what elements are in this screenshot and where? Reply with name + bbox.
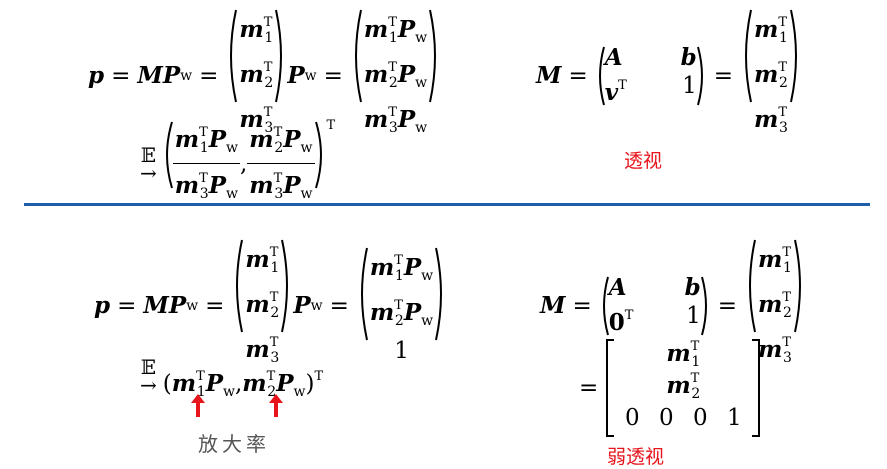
equals: = — [111, 62, 131, 89]
red-up-arrow-2 — [269, 394, 283, 417]
symbol-P: P — [168, 292, 187, 319]
matrix-A-b-v-1: A b vT 1 — [595, 44, 707, 107]
symbol-M: M — [137, 62, 163, 89]
label-perspective: 透视 — [624, 150, 663, 172]
equals: = — [713, 62, 734, 89]
bottom-weak-perspective-projection: 𝔼 → (mT1Pw,mT2Pw)T — [140, 354, 324, 401]
equals: = — [579, 375, 599, 401]
fraction-2: mT2Pw mT3Pw — [247, 120, 315, 207]
section-divider — [24, 203, 870, 206]
equals: = — [329, 292, 349, 319]
top-perspective-division: 𝔼 → mT1Pw mT3Pw , mT2Pw mT3Pw T — [140, 118, 335, 207]
fraction-1: mT1Pw mT3Pw — [172, 120, 240, 207]
symbol-p: p — [94, 292, 111, 319]
label-magnification: 放大率 — [198, 432, 270, 456]
bottom-equation-M-definition: M = A b 0T 1 = mT1 mT2 mT3 — [540, 238, 806, 373]
red-up-arrow-1 — [191, 394, 205, 417]
expectation-arrow: 𝔼 → — [140, 354, 157, 397]
vector-m-column-2: mT1 mT2 mT3 — [740, 8, 802, 143]
equals: = — [117, 292, 137, 319]
sub-w: w — [180, 67, 193, 84]
vector-mP-1-column: mT1Pw mT2Pw 1 — [356, 246, 447, 366]
symbol-M: M — [536, 62, 562, 89]
equals: = — [572, 292, 592, 319]
expectation-arrow: 𝔼 → — [140, 142, 157, 185]
label-weak-perspective: 弱透视 — [607, 446, 665, 468]
symbol-P: P — [293, 292, 311, 319]
vector-m-column: mT1 mT2 mT3 — [225, 8, 287, 143]
symbol-P: P — [162, 62, 181, 89]
equals: = — [717, 292, 738, 319]
sub-w: w — [310, 297, 323, 314]
vector-m-column-3: mT1 mT2 mT3 — [231, 238, 293, 373]
sub-w: w — [186, 297, 199, 314]
vector-mP-column: mT1Pw mT2Pw mT3Pw — [350, 8, 441, 143]
symbol-P: P — [287, 62, 305, 89]
matrix-A-b-0-1: A b 0T 1 — [599, 274, 711, 337]
sub-w: w — [304, 67, 317, 84]
equals: = — [323, 62, 343, 89]
equals: = — [199, 62, 219, 89]
equals: = — [568, 62, 588, 89]
symbol-M: M — [143, 292, 169, 319]
symbol-p: p — [88, 62, 105, 89]
equals: = — [205, 292, 225, 319]
symbol-M: M — [540, 292, 566, 319]
bottom-bracket-matrix: = mT1 mT2 0 0 0 1 — [572, 338, 761, 438]
top-equation-M-definition: M = A b vT 1 = mT1 mT2 mT3 — [536, 8, 802, 143]
vector-m-column-4: mT1 mT2 mT3 — [744, 238, 806, 373]
